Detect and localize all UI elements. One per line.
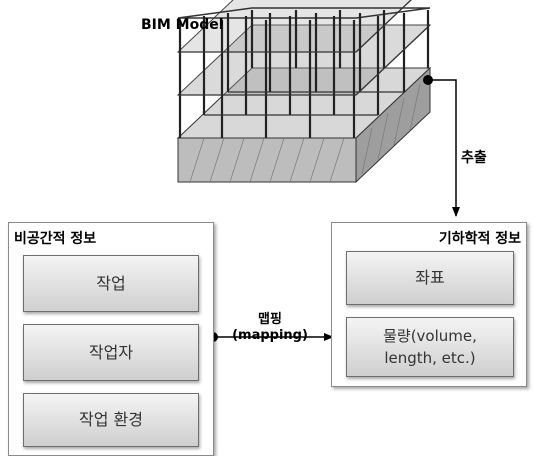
mapping-label-ko: 맵핑 xyxy=(258,312,282,327)
non-spatial-info-panel: 비공간적 정보 작업 작업자 작업 환경 xyxy=(8,222,214,456)
work-environment-label: 작업 환경 xyxy=(79,410,143,429)
coordinates-label: 좌표 xyxy=(415,268,445,287)
mapping-label: 맵핑 (mapping) xyxy=(227,312,313,344)
coordinates-box: 좌표 xyxy=(346,251,514,305)
worker-box: 작업자 xyxy=(23,324,199,381)
work-environment-box: 작업 환경 xyxy=(23,393,199,447)
geometric-info-title: 기하학적 정보 xyxy=(438,231,521,247)
bim-model-illustration xyxy=(176,0,433,184)
geometric-info-panel: 기하학적 정보 좌표 물량(volume, length, etc.) xyxy=(331,222,527,387)
quantity-label: 물량(volume, length, etc.) xyxy=(383,326,477,368)
bim-model-label: BIM Model xyxy=(141,17,224,33)
worker-label: 작업자 xyxy=(88,342,134,362)
mapping-label-en: (mapping) xyxy=(232,328,308,343)
extraction-label: 추출 xyxy=(461,150,487,166)
task-label: 작업 xyxy=(96,273,126,293)
non-spatial-info-title: 비공간적 정보 xyxy=(14,231,97,247)
task-box: 작업 xyxy=(23,255,199,312)
extraction-arrow xyxy=(428,79,460,217)
quantity-box: 물량(volume, length, etc.) xyxy=(346,317,514,377)
